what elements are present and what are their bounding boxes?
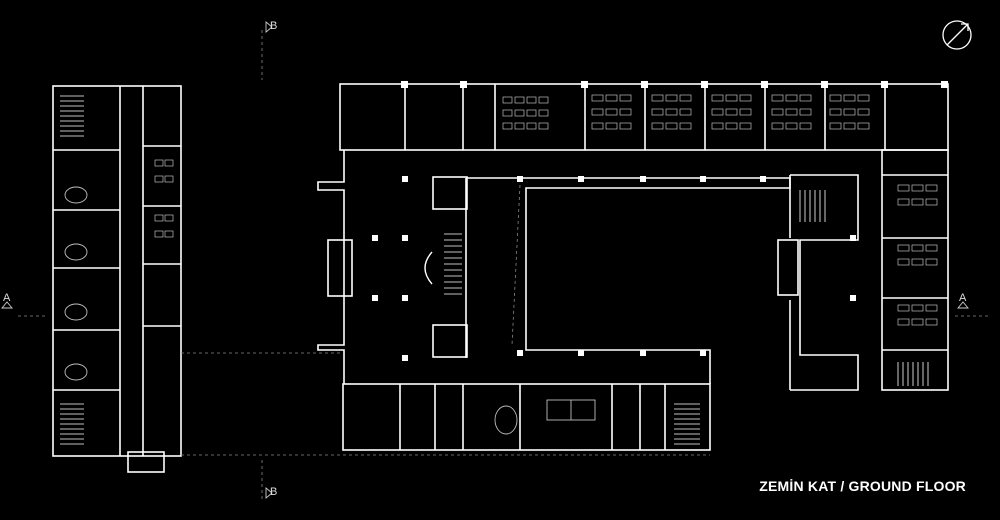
west-wing-outline (52, 85, 182, 457)
section-a-left-label: A (3, 292, 11, 304)
stairs (60, 95, 929, 445)
classroom-desks (154, 94, 938, 326)
stair-south (674, 403, 700, 445)
section-a-left-arrow-icon (1, 301, 13, 309)
section-a-right-label: A (959, 292, 967, 304)
stair-east-connector (799, 190, 826, 222)
stair-east-bottom (897, 362, 929, 386)
north-arrow-icon (942, 20, 972, 50)
section-a-right-arrow-icon (957, 301, 969, 309)
meeting-tables (64, 186, 596, 435)
section-b-top-arrow-icon (265, 21, 273, 33)
north-wing-outline (339, 83, 949, 151)
section-b-top-label: B (270, 20, 278, 32)
dashed-lines (18, 30, 990, 500)
drawing-title: ZEMİN KAT / GROUND FLOOR (759, 478, 966, 494)
section-markers (1, 21, 969, 499)
east-wing-outline (881, 149, 949, 391)
section-b-bottom-label: B (270, 486, 278, 498)
stair-central (444, 233, 462, 295)
section-b-bottom-arrow-icon (265, 487, 273, 499)
curved-reception-desk (424, 251, 433, 285)
south-wing-outline (342, 383, 711, 451)
stair-west-bottom (60, 403, 84, 445)
stair-west-top (60, 95, 84, 137)
columns (372, 81, 948, 361)
walls (52, 83, 949, 473)
